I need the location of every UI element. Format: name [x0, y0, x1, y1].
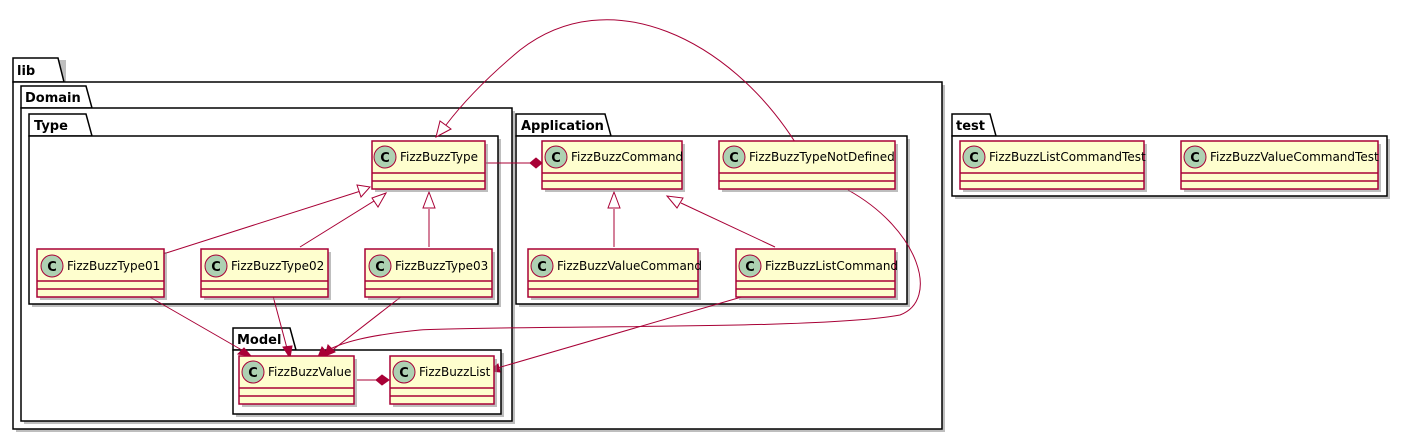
class-icon	[241, 360, 265, 384]
edge-typenotdefined-to-type	[445, 19, 796, 143]
class-fizzbuzz-list[interactable]: C FizzBuzzList	[389, 355, 497, 407]
edge-type01-to-type	[159, 188, 368, 256]
class-label: FizzBuzzType01	[67, 259, 160, 273]
class-icon-letter: C	[551, 151, 561, 166]
arrowhead-type01-value	[236, 347, 253, 357]
triangle-head-valuecommand	[607, 190, 621, 209]
relations	[147, 19, 921, 386]
arrowhead-type02-value	[282, 345, 293, 360]
class-label: FizzBuzzValueCommandTest	[1210, 150, 1379, 164]
class-label: FizzBuzzType	[400, 150, 478, 164]
diamond-list-side	[375, 374, 390, 386]
class-fizzbuzz-type-not-defined[interactable]: C FizzBuzzTypeNotDefined	[718, 140, 898, 192]
class-fizzbuzz-list-command-test[interactable]: C FizzBuzzListCommandTest	[959, 140, 1147, 192]
package-label-test: test	[956, 119, 985, 134]
class-label: FizzBuzzCommand	[571, 150, 683, 164]
class-fizzbuzz-type01[interactable]: C FizzBuzzType01	[36, 248, 167, 300]
class-label: FizzBuzzListCommandTest	[989, 150, 1146, 164]
class-icon	[738, 254, 762, 278]
package-label-type: Type	[34, 119, 68, 134]
class-icon-letter: C	[745, 260, 755, 275]
class-icon-letter: C	[969, 151, 979, 166]
class-icon-letter: C	[537, 260, 547, 275]
class-label: FizzBuzzType02	[231, 259, 324, 273]
class-icon-letter: C	[729, 151, 739, 166]
class-icon-letter: C	[380, 151, 390, 166]
class-label: FizzBuzzList	[419, 365, 491, 379]
class-icon	[530, 254, 554, 278]
class-icon-letter: C	[248, 366, 258, 381]
class-icon	[1183, 145, 1207, 169]
class-icon-letter: C	[211, 260, 221, 275]
class-fizzbuzz-value-command[interactable]: C FizzBuzzValueCommand	[527, 248, 702, 300]
edge-listcommand-to-list	[493, 295, 746, 370]
class-fizzbuzz-type02[interactable]: C FizzBuzzType02	[200, 248, 331, 300]
class-icon	[392, 360, 416, 384]
triangle-head-type01	[356, 184, 371, 198]
class-fizzbuzz-type[interactable]: C FizzBuzzType	[371, 140, 488, 192]
class-fizzbuzz-type03[interactable]: C FizzBuzzType03	[364, 248, 495, 300]
class-icon	[368, 254, 392, 278]
class-label: FizzBuzzType03	[395, 259, 488, 273]
triangle-head-type03	[422, 190, 436, 209]
class-fizzbuzz-value[interactable]: C FizzBuzzValue	[238, 355, 357, 407]
class-label: FizzBuzzTypeNotDefined	[749, 150, 895, 164]
class-icon-letter: C	[375, 260, 385, 275]
class-icon-letter: C	[47, 260, 57, 275]
edge-listcommand-to-command	[680, 202, 776, 248]
edge-type02-to-type	[299, 195, 383, 248]
class-label: FizzBuzzListCommand	[765, 259, 898, 273]
edge-typenotdefined-to-value	[322, 189, 921, 354]
class-icon-letter: C	[399, 366, 409, 381]
class-icon	[40, 254, 64, 278]
class-icon	[962, 145, 986, 169]
edge-type02-to-value	[272, 295, 289, 353]
package-label-model: Model	[237, 333, 281, 348]
class-label: FizzBuzzValue	[268, 365, 351, 379]
triangle-head-type02	[371, 192, 388, 208]
package-label-domain: Domain	[25, 91, 81, 106]
package-label-application: Application	[521, 119, 604, 134]
package-label-lib: lib	[17, 64, 35, 79]
class-icon-letter: C	[1190, 151, 1200, 166]
triangle-head-listcommand	[665, 195, 684, 209]
class-icon	[373, 145, 397, 169]
edge-type01-to-value	[147, 295, 248, 354]
class-fizzbuzz-command[interactable]: C FizzBuzzCommand	[541, 140, 685, 192]
class-icon	[544, 145, 568, 169]
class-fizzbuzz-value-command-test[interactable]: C FizzBuzzValueCommandTest	[1180, 140, 1381, 192]
class-label: FizzBuzzValueCommand	[557, 259, 702, 273]
class-icon	[204, 254, 228, 278]
class-fizzbuzz-list-command[interactable]: C FizzBuzzListCommand	[735, 248, 898, 300]
triangle-head-typenotdefined	[435, 120, 452, 138]
edge-type03-to-value	[329, 295, 403, 353]
class-icon	[722, 145, 746, 169]
